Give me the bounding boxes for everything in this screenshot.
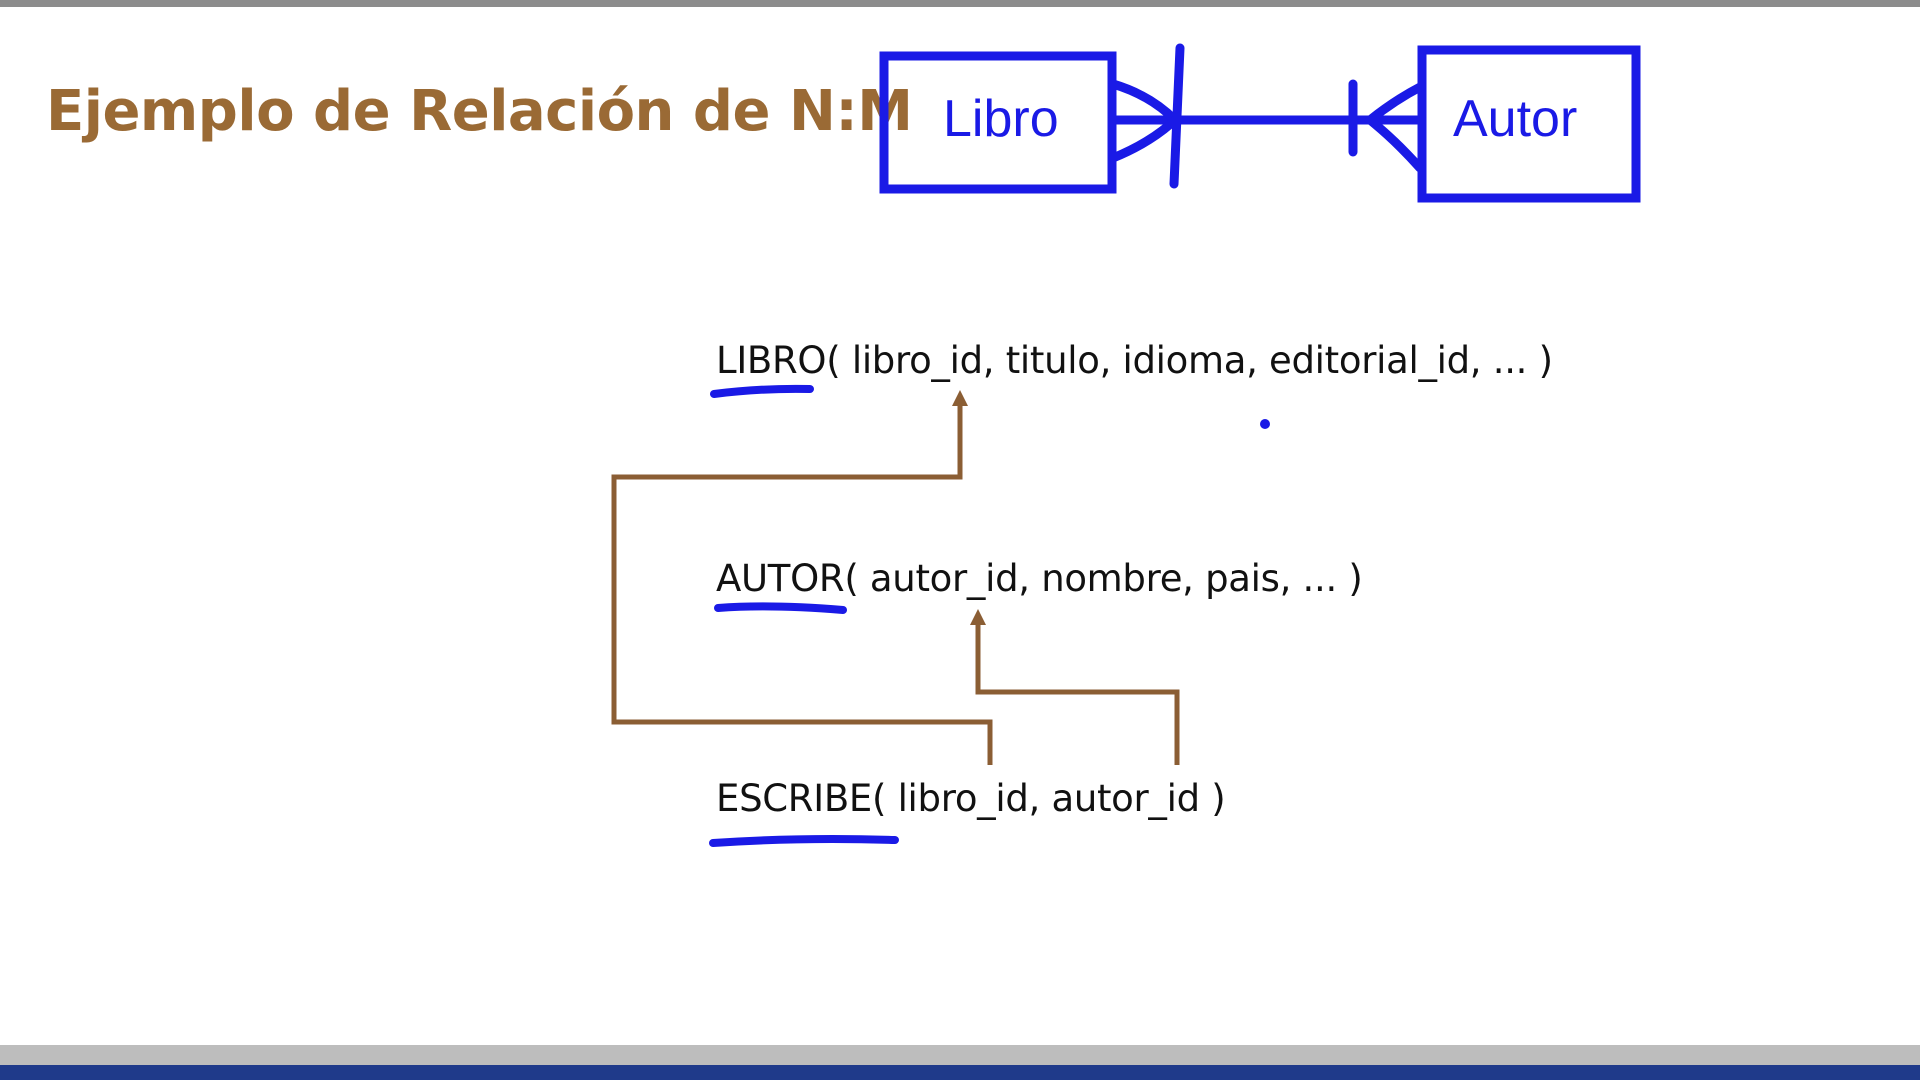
libro-cardinality-bar <box>1169 43 1185 189</box>
table-columns-libro: ( libro_id, titulo, idioma, editorial_id… <box>826 339 1553 382</box>
table-name-libro: LIBRO <box>716 339 827 382</box>
fk-arrowhead-autor <box>970 609 986 625</box>
entity-label-autor: Autor <box>1453 90 1578 148</box>
top-border <box>0 0 1920 7</box>
bottom-blue-bar <box>0 1065 1920 1080</box>
escribe-underline <box>709 835 899 847</box>
autor-underline <box>714 602 847 614</box>
autor-crowfoot-upper <box>1365 81 1427 125</box>
stray-dot <box>1260 419 1270 429</box>
fk-arrow-autor <box>975 622 1180 765</box>
libro-underline <box>710 384 814 398</box>
table-columns-escribe: ( libro_id, autor_id ) <box>871 777 1226 820</box>
schema-escribe: ESCRIBE( libro_id, autor_id ) <box>716 776 1226 822</box>
schema-libro: LIBRO( libro_id, titulo, idioma, editori… <box>716 338 1553 384</box>
schema-autor: AUTOR( autor_id, nombre, pais, ... ) <box>716 556 1363 602</box>
autor-crowfoot-lower <box>1365 115 1425 173</box>
fk-arrowhead-libro <box>952 390 968 406</box>
table-columns-autor: ( autor_id, nombre, pais, ... ) <box>844 557 1363 600</box>
bottom-gray-bar <box>0 1045 1920 1065</box>
table-name-escribe: ESCRIBE <box>716 777 872 820</box>
entity-label-libro: Libro <box>943 90 1059 148</box>
libro-crowfoot-upper <box>1108 79 1180 125</box>
slide-title: Ejemplo de Relación de N:M <box>46 79 913 144</box>
fk-arrow-libro <box>611 402 993 765</box>
libro-crowfoot-lower <box>1108 115 1180 163</box>
table-name-autor: AUTOR <box>716 557 845 600</box>
